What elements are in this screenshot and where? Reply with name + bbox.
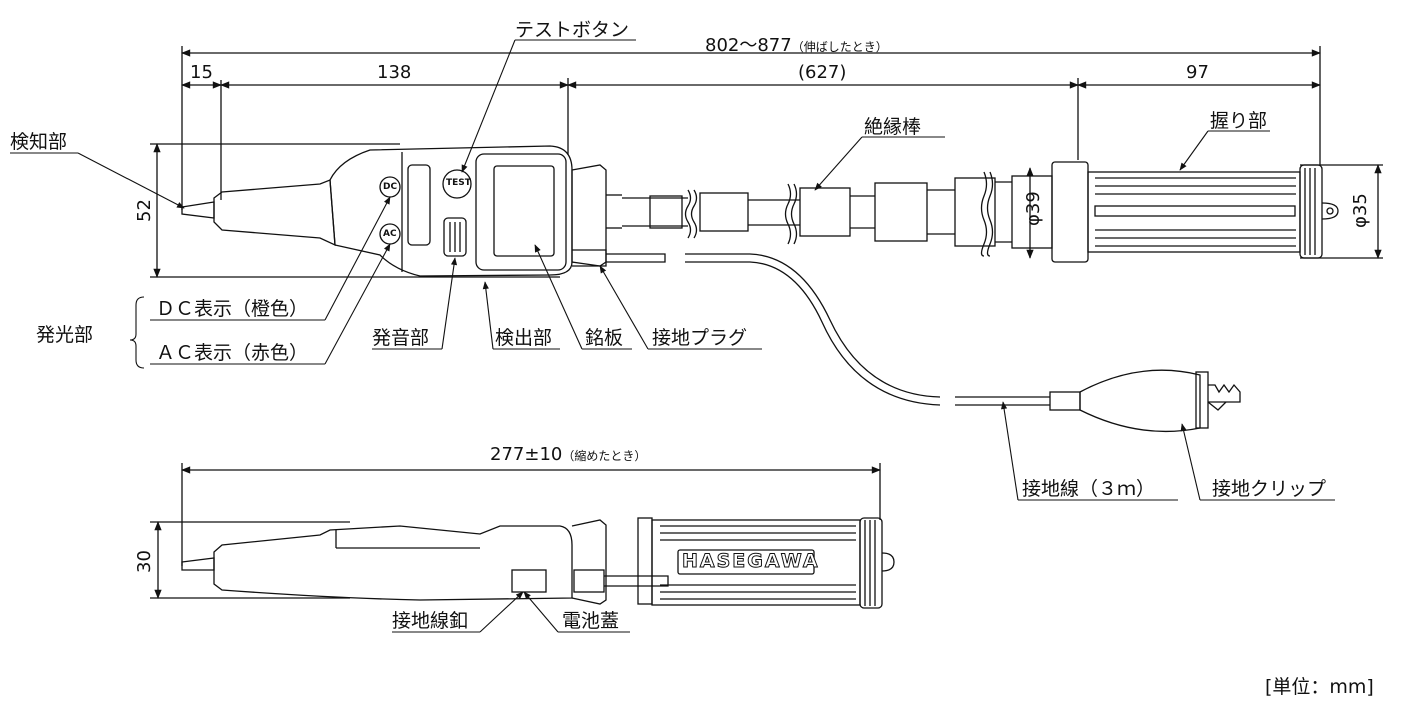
ac-mark: AC <box>383 229 397 239</box>
dim-627-label: (627) <box>798 62 847 83</box>
brand-mark: HASEGAWA <box>682 550 820 573</box>
dim-97-label: 97 <box>1186 62 1209 83</box>
label-sounder: 発音部 <box>372 327 430 349</box>
insulating-rod <box>622 171 1053 257</box>
dim-15-label: 15 <box>190 62 213 83</box>
dim-138-label: 138 <box>377 62 412 83</box>
dim-52-label: 52 <box>134 199 155 222</box>
connector <box>571 164 666 267</box>
dim-30-label: 30 <box>134 550 155 573</box>
side-view-body <box>181 517 895 609</box>
label-dc-indicator: ＤＣ表示（橙色） <box>156 298 309 320</box>
label-insulating-rod: 絶縁棒 <box>864 116 922 138</box>
label-ac-indicator: ＡＣ表示（赤色） <box>156 342 309 364</box>
label-light-part: 発光部 <box>36 324 94 346</box>
label-nameplate: 銘板 <box>585 327 624 349</box>
label-test-button: テストボタン <box>515 19 630 41</box>
probe-tip <box>181 179 336 247</box>
label-unit: [単位：mm] <box>1265 676 1374 698</box>
grip <box>1051 161 1339 263</box>
extension-lines-side <box>150 463 881 599</box>
dim-phi35-label: φ35 <box>1350 193 1371 228</box>
label-ground-terminal: 接地線釦 <box>392 610 469 632</box>
label-ground-plug: 接地プラグ <box>652 327 748 349</box>
leader-lines <box>10 39 1335 633</box>
ground-wire <box>685 253 1241 433</box>
label-battery-cover: 電池蓋 <box>562 610 620 632</box>
label-ground-wire: 接地線（３ｍ） <box>1022 478 1156 500</box>
extension-lines-top <box>150 46 1383 278</box>
label-detector: 検知部 <box>10 131 68 153</box>
label-ground-clip: 接地クリップ <box>1212 478 1327 500</box>
dimension-lines-top <box>153 49 1382 278</box>
dc-mark: DC <box>383 182 398 192</box>
dim-phi39-label: φ39 <box>1023 191 1044 226</box>
label-grip: 握り部 <box>1210 110 1268 132</box>
label-detection-unit: 検出部 <box>495 327 553 349</box>
dim-overall-extended-label: 802～877（伸ばしたとき） <box>705 35 888 56</box>
detector-body <box>329 145 573 277</box>
dim-277-label: 277±10（縮めたとき） <box>490 444 647 465</box>
test-mark: TEST <box>446 178 471 188</box>
